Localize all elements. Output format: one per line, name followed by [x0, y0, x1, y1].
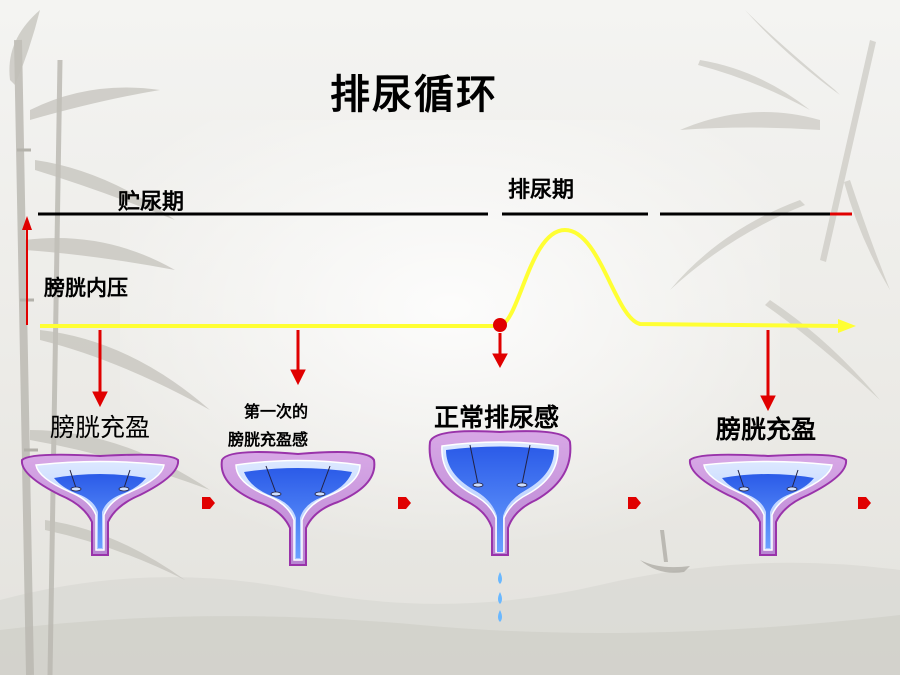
stage-arrows [92, 330, 776, 412]
stage-2-label-line-2: 膀胱充盈感 [228, 430, 309, 449]
bladder-illustration-3 [428, 430, 572, 622]
bladder-pressure-label: 膀胱内压 [44, 276, 128, 300]
arrow-stage-4 [760, 330, 776, 412]
arrow-stage-1 [92, 330, 108, 408]
voiding-phase-label: 排尿期 [508, 178, 575, 203]
bladder-pressure-curve [40, 228, 856, 333]
stage-3-label: 正常排尿感 [434, 403, 560, 432]
bladder-illustration-2 [220, 451, 376, 566]
arrow-stage-3 [492, 333, 508, 369]
storage-phase-label: 贮尿期 [118, 190, 185, 215]
stage-1-label: 膀胱充盈 [50, 413, 151, 442]
transition-markers [202, 497, 871, 509]
voiding-threshold-point [493, 318, 507, 332]
pressure-axis-arrow [22, 216, 32, 325]
urine-drops [498, 572, 502, 622]
bladder-illustration-4 [688, 453, 848, 556]
slide-title: 排尿循环 [330, 71, 498, 118]
arrow-stage-2 [290, 330, 306, 386]
stage-4-label: 膀胱充盈 [716, 415, 817, 444]
bladder-illustration-1 [20, 453, 180, 556]
stage-2-label-line-1: 第一次的 [244, 402, 309, 421]
